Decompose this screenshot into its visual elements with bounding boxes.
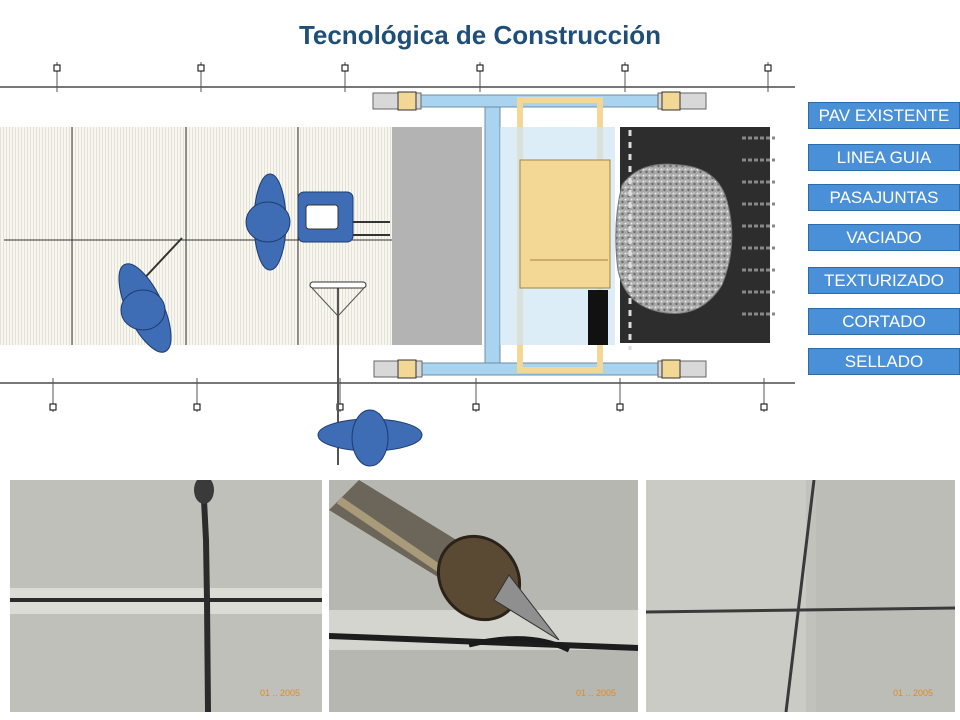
worker-with-broom [118, 237, 183, 353]
menu-linea-guia-button[interactable]: LINEA GUIA [808, 144, 960, 171]
photo-sealed-joint-cross: 01 .. 2005 [10, 480, 322, 712]
page-title: Tecnológica de Construcción [298, 20, 662, 50]
upper-guide-line [0, 62, 795, 92]
concrete-pile [615, 163, 733, 314]
menu-pav-existente-button[interactable]: PAV EXISTENTE [808, 102, 960, 129]
menu-sellado-button[interactable]: SELLADO [808, 348, 960, 375]
menu-pasajuntas-button[interactable]: PASAJUNTAS [808, 184, 960, 211]
paver-machine [372, 91, 707, 379]
photo-date-stamp: 01 .. 2005 [259, 688, 300, 698]
worker-on-bridge [245, 173, 390, 271]
paving-process-diagram [0, 62, 795, 467]
worker-with-trowel [309, 281, 423, 467]
photo-date-stamp: 01 .. 2005 [575, 688, 616, 698]
photo-date-stamp: 01 .. 2005 [892, 688, 933, 698]
menu-texturizado-button[interactable]: TEXTURIZADO [808, 267, 960, 294]
photo-cut-joint-cross: 01 .. 2005 [646, 480, 955, 712]
photo-sealant-gun: 01 .. 2005 [329, 480, 638, 712]
lower-guide-line [0, 378, 795, 412]
menu-cortado-button[interactable]: CORTADO [808, 308, 960, 335]
dowel-bars [742, 136, 775, 316]
menu-vaciado-button[interactable]: VACIADO [808, 224, 960, 251]
